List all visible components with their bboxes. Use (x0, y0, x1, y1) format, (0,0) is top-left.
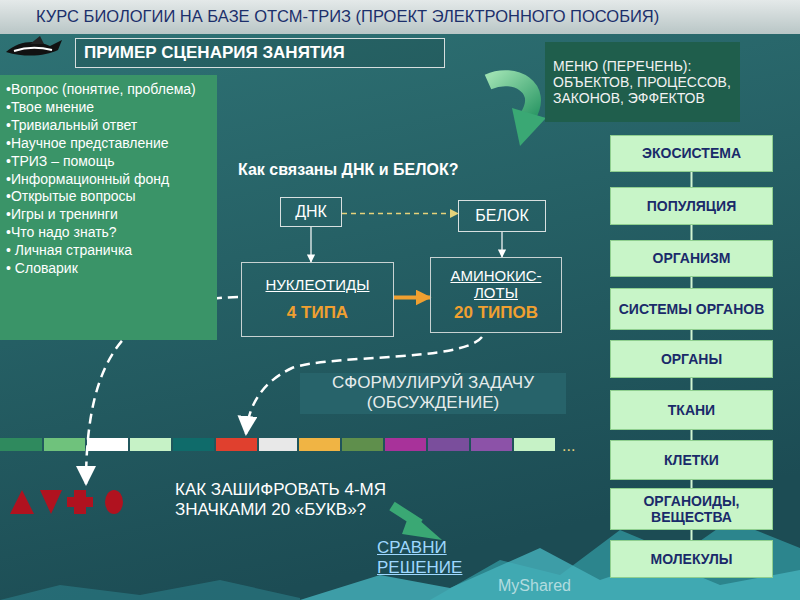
connector (394, 296, 430, 300)
box-text: 4 ТИПА (248, 303, 387, 323)
connector (342, 213, 458, 215)
list-item: •ТРИЗ – помощь (6, 153, 211, 171)
code-symbols (10, 490, 123, 514)
concept-box: БЕЛОК (458, 200, 546, 232)
box-text: АМИНОКИС- ЛОТЫ (437, 267, 555, 302)
logo-bird (6, 36, 62, 56)
box-text: 20 ТИПОВ (437, 303, 555, 323)
concept-box: ДНК (280, 197, 342, 227)
list-item: •Информационный фонд (6, 171, 211, 189)
list-item: •Вопрос (понятие, проблема) (6, 81, 211, 99)
box-text: ПОПУЛЯЦИЯ (615, 198, 768, 214)
box-text: ПРИМЕР СЦЕНАРИЯ ЗАНЯТИЯ (84, 43, 436, 63)
menu-arrow (488, 78, 546, 146)
level-box: ПОПУЛЯЦИЯ (610, 187, 773, 225)
list-item: •Открытые вопросы (6, 188, 211, 206)
mountain (0, 580, 300, 600)
list-item: •Игры и тренинги (6, 206, 211, 224)
connector (691, 378, 693, 390)
page-title: КУРС БИОЛОГИИ НА БАЗЕ ОТСМ-ТРИЗ (ПРОЕКТ … (36, 7, 796, 26)
title-bar (0, 0, 800, 34)
connector (691, 330, 693, 340)
level-box: ОРГАНЫ (610, 340, 773, 378)
code-bar (0, 438, 555, 451)
connector (691, 430, 693, 440)
box-text: ОРГАНИЗМ (615, 250, 768, 266)
box-text: МОЛЕКУЛЫ (615, 551, 768, 567)
scenario-list: •Вопрос (понятие, проблема)•Твое мнение•… (0, 75, 217, 340)
box-text: СИСТЕМЫ ОРГАНОВ (615, 301, 768, 317)
box-text: КЛЕТКИ (615, 452, 768, 468)
level-box: ТКАНИ (610, 390, 773, 430)
box-text: НУКЛЕОТИДЫ (248, 276, 387, 293)
box-text: ЭКОСИСТЕМА (615, 145, 768, 161)
menu-box: МЕНЮ (ПЕРЕЧЕНЬ): ОБЪЕКТОВ, ПРОЦЕССОВ, ЗА… (545, 42, 740, 122)
list-item: •Твое мнение (6, 99, 211, 117)
box-text: МЕНЮ (ПЕРЕЧЕНЬ): ОБЪЕКТОВ, ПРОЦЕССОВ, ЗА… (553, 58, 732, 106)
unit-box: АМИНОКИС- ЛОТЫ20 ТИПОВ (430, 257, 562, 333)
level-box: ОРГАНИЗМ (610, 240, 773, 277)
connector (501, 232, 502, 257)
level-box: МОЛЕКУЛЫ (610, 540, 773, 578)
box-text: ДНК (285, 203, 337, 221)
list-item: • Личная страничка (6, 242, 211, 260)
box-text: ОРГАНЫ (615, 351, 768, 367)
level-box: КЛЕТКИ (610, 440, 773, 480)
compare-link: СРАВНИ РЕШЕНИЕ (377, 538, 487, 579)
level-box: ЭКОСИСТЕМА (610, 135, 773, 172)
compare-arrow (392, 506, 442, 540)
watermark: MyShared (498, 576, 598, 595)
section-heading: ПРИМЕР СЦЕНАРИЯ ЗАНЯТИЯ (75, 38, 445, 68)
ellipsis: ... (562, 436, 592, 455)
connector (691, 530, 693, 540)
level-box: СИСТЕМЫ ОРГАНОВ (610, 288, 773, 330)
box-text: БЕЛОК (463, 207, 541, 225)
connector (691, 277, 693, 288)
unit-box: НУКЛЕОТИДЫ 4 ТИПА (241, 262, 394, 337)
list-item: •Научное представление (6, 135, 211, 153)
list-item: • Словарик (6, 260, 211, 278)
box-text: ТКАНИ (615, 402, 768, 418)
task-question: КАК ЗАШИФРОВАТЬ 4-МЯ ЗНАЧКАМИ 20 «БУКВ»? (175, 480, 390, 521)
box-text: ОРГАНОИДЫ, ВЕЩЕСТВА (615, 493, 768, 525)
list-item: •Что надо знать? (6, 224, 211, 242)
connector (691, 172, 693, 187)
connector (691, 480, 693, 488)
task-label: СФОРМУЛИРУЙ ЗАДАЧУ (ОБСУЖДЕНИЕ) (300, 373, 566, 414)
connector (310, 227, 311, 262)
question-label: Как связаны ДНК и БЕЛОК? (238, 160, 578, 179)
list-item: •Тривиальный ответ (6, 117, 211, 135)
level-box: ОРГАНОИДЫ, ВЕЩЕСТВА (610, 488, 773, 530)
connector (691, 225, 693, 240)
